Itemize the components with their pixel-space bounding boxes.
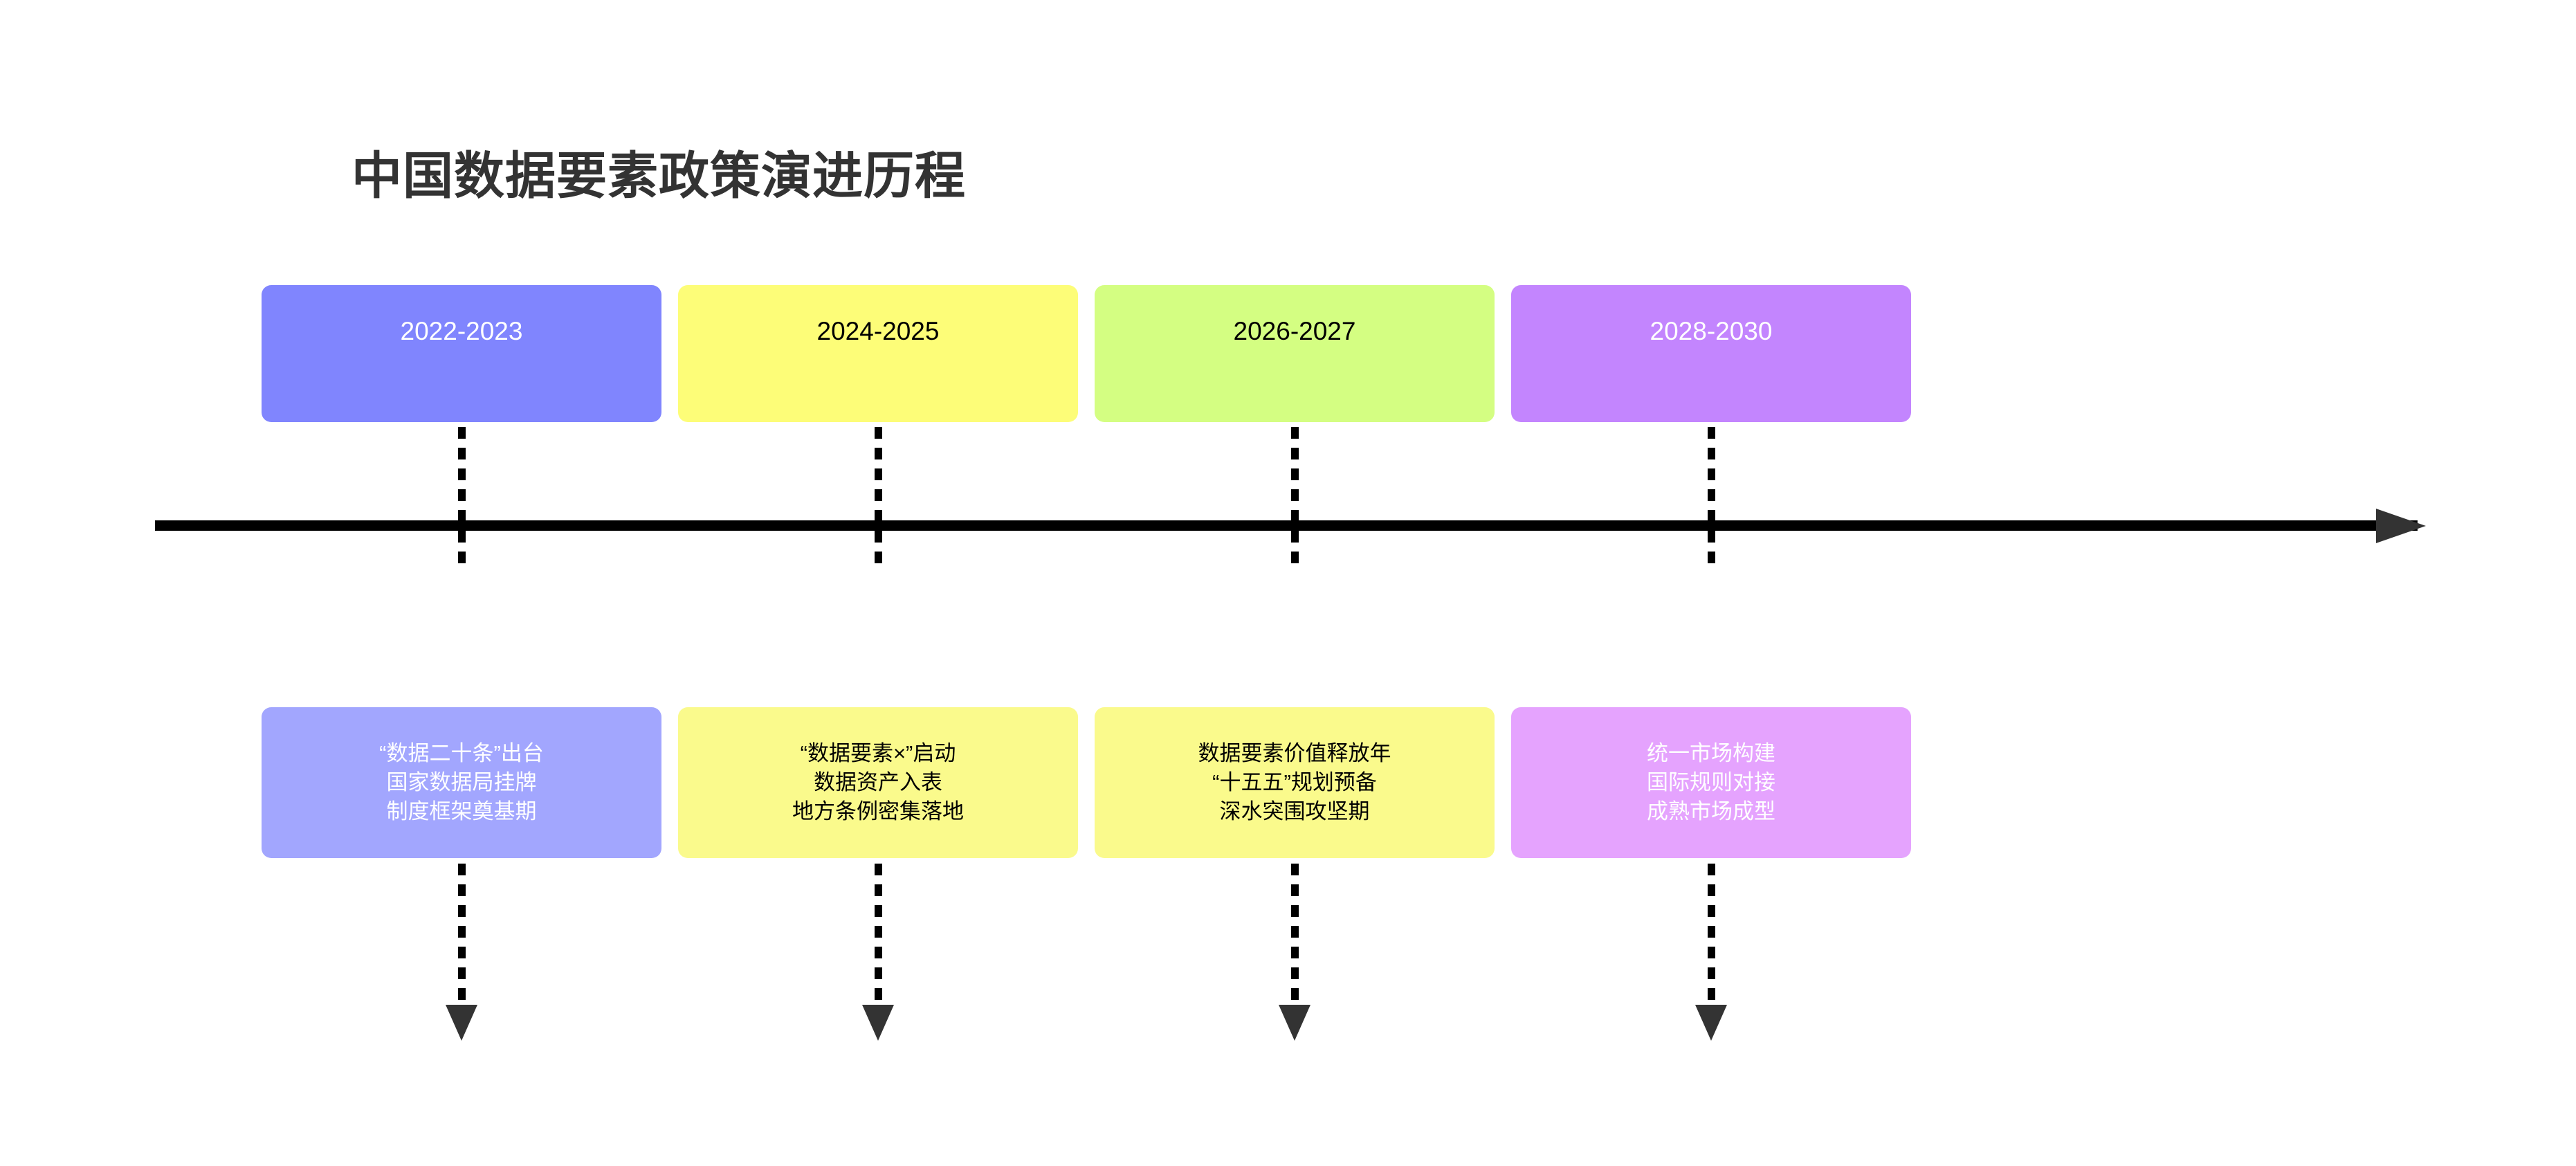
phase-column-2: 2024-2025 “数据要素×”启动 数据资产入表 地方条例密集落地 [678, 0, 1078, 1166]
period-label-4: 2028-2030 [1650, 317, 1773, 345]
description-line: 国家数据局挂牌 [386, 770, 537, 795]
connector-lower-1 [458, 864, 466, 1009]
description-line: 统一市场构建 [1647, 741, 1775, 766]
connector-lower-4 [1708, 864, 1715, 1009]
description-line: 深水突围攻坚期 [1219, 799, 1370, 823]
description-line: “数据要素×”启动 [800, 741, 956, 766]
description-line: 数据资产入表 [814, 770, 942, 795]
description-card-3[interactable]: 数据要素价值释放年 “十五五”规划预备 深水突围攻坚期 [1095, 707, 1495, 858]
connector-upper-2 [875, 427, 882, 571]
arrow-down-icon-4 [1695, 1005, 1727, 1041]
description-card-4[interactable]: 统一市场构建 国际规则对接 成熟市场成型 [1511, 707, 1911, 858]
description-card-2[interactable]: “数据要素×”启动 数据资产入表 地方条例密集落地 [678, 707, 1078, 858]
period-label-3: 2026-2027 [1233, 317, 1356, 345]
connector-upper-4 [1708, 427, 1715, 571]
description-line: 成熟市场成型 [1647, 799, 1775, 823]
period-card-1[interactable]: 2022-2023 [262, 285, 661, 422]
period-card-3[interactable]: 2026-2027 [1095, 285, 1495, 422]
period-label-2: 2024-2025 [816, 317, 940, 345]
connector-upper-3 [1291, 427, 1299, 571]
timeline-axis [155, 520, 2418, 531]
description-line: “十五五”规划预备 [1212, 770, 1377, 795]
phase-column-3: 2026-2027 数据要素价值释放年 “十五五”规划预备 深水突围攻坚期 [1095, 0, 1495, 1166]
phase-column-4: 2028-2030 统一市场构建 国际规则对接 成熟市场成型 [1511, 0, 1911, 1166]
description-card-1[interactable]: “数据二十条”出台 国家数据局挂牌 制度框架奠基期 [262, 707, 661, 858]
connector-upper-1 [458, 427, 466, 571]
description-line: 数据要素价值释放年 [1198, 741, 1391, 766]
arrow-down-icon-1 [446, 1005, 477, 1041]
description-line: 地方条例密集落地 [792, 799, 964, 823]
period-card-2[interactable]: 2024-2025 [678, 285, 1078, 422]
period-card-4[interactable]: 2028-2030 [1511, 285, 1911, 422]
arrow-right-icon [2376, 509, 2426, 543]
description-line: “数据二十条”出台 [379, 741, 544, 766]
description-line: 国际规则对接 [1647, 770, 1775, 795]
connector-lower-2 [875, 864, 882, 1009]
phase-column-1: 2022-2023 “数据二十条”出台 国家数据局挂牌 制度框架奠基期 [262, 0, 661, 1166]
arrow-down-icon-3 [1279, 1005, 1310, 1041]
period-label-1: 2022-2023 [400, 317, 523, 345]
page-title: 中国数据要素政策演进历程 [351, 148, 966, 204]
connector-lower-3 [1291, 864, 1299, 1009]
arrow-down-icon-2 [862, 1005, 894, 1041]
description-line: 制度框架奠基期 [386, 799, 537, 823]
